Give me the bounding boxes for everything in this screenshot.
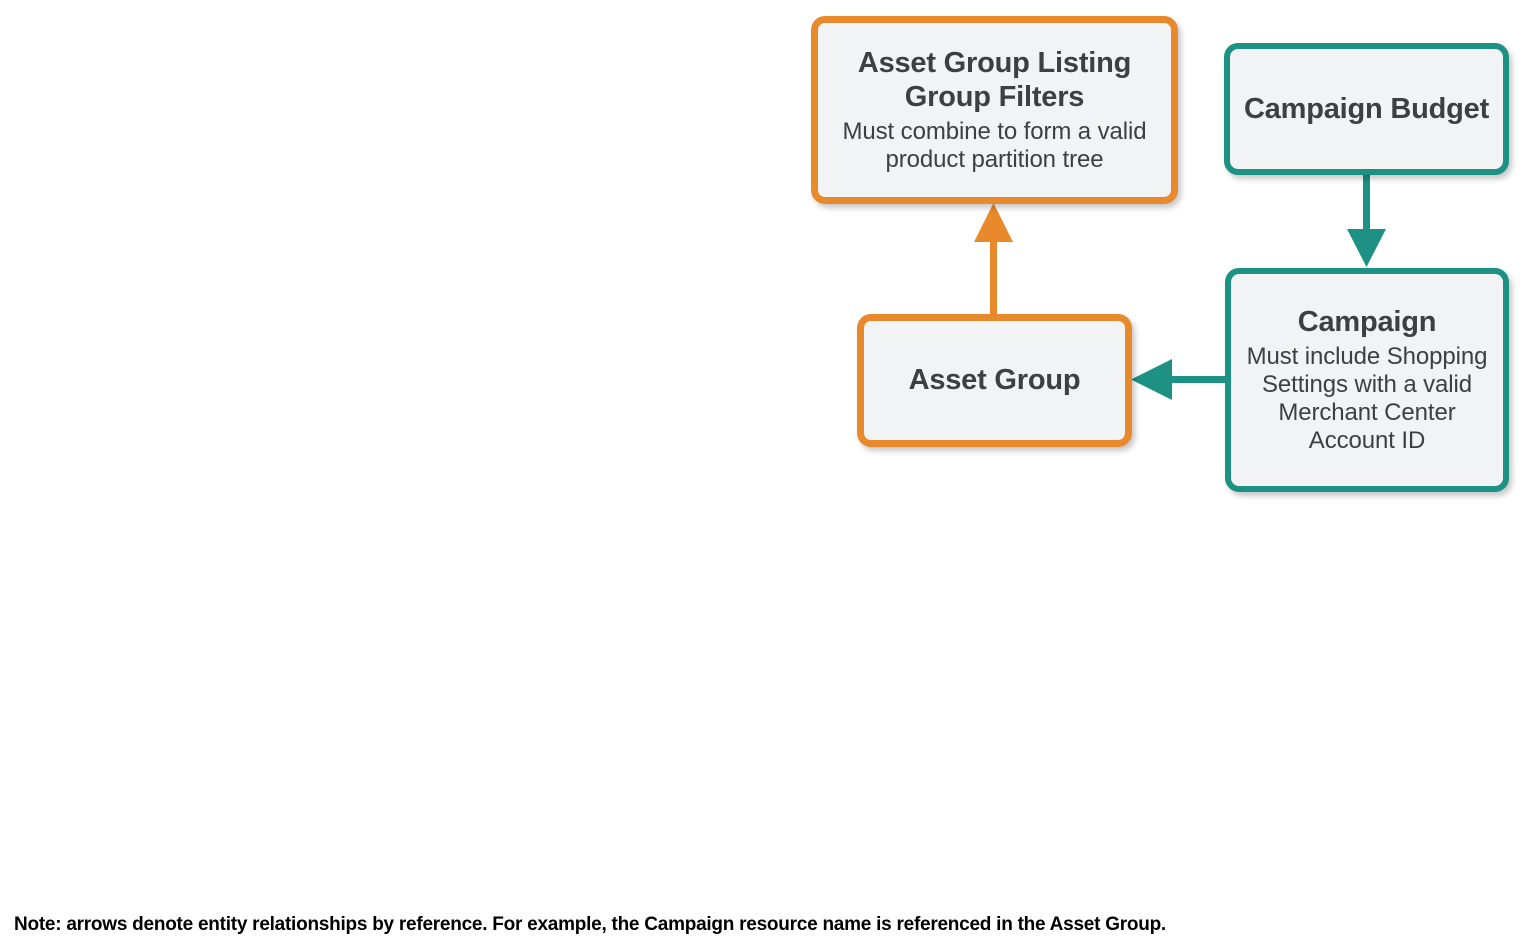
node-title: Asset Group bbox=[908, 364, 1081, 397]
node-campaign[interactable]: Campaign Must include Shopping Settings … bbox=[1225, 268, 1509, 492]
edge-campaign-to-asset-group bbox=[1131, 359, 1226, 400]
diagram-note: Note: arrows denote entity relationships… bbox=[14, 914, 1166, 935]
node-subtitle: Must include Shopping Settings with a va… bbox=[1246, 343, 1488, 454]
edge-campaign-budget-to-campaign bbox=[1347, 175, 1386, 267]
node-title: Campaign Budget bbox=[1243, 92, 1490, 125]
node-title: Asset Group Listing Group Filters bbox=[857, 46, 1132, 114]
edge-asset-group-to-listing-group-filters bbox=[974, 203, 1013, 314]
node-campaign-budget[interactable]: Campaign Budget bbox=[1224, 43, 1509, 175]
node-asset-group-listing-group-filters[interactable]: Asset Group Listing Group Filters Must c… bbox=[811, 16, 1178, 204]
node-asset-group[interactable]: Asset Group bbox=[857, 314, 1132, 447]
node-title: Campaign bbox=[1297, 306, 1437, 339]
node-subtitle: Must combine to form a valid product par… bbox=[842, 118, 1147, 174]
